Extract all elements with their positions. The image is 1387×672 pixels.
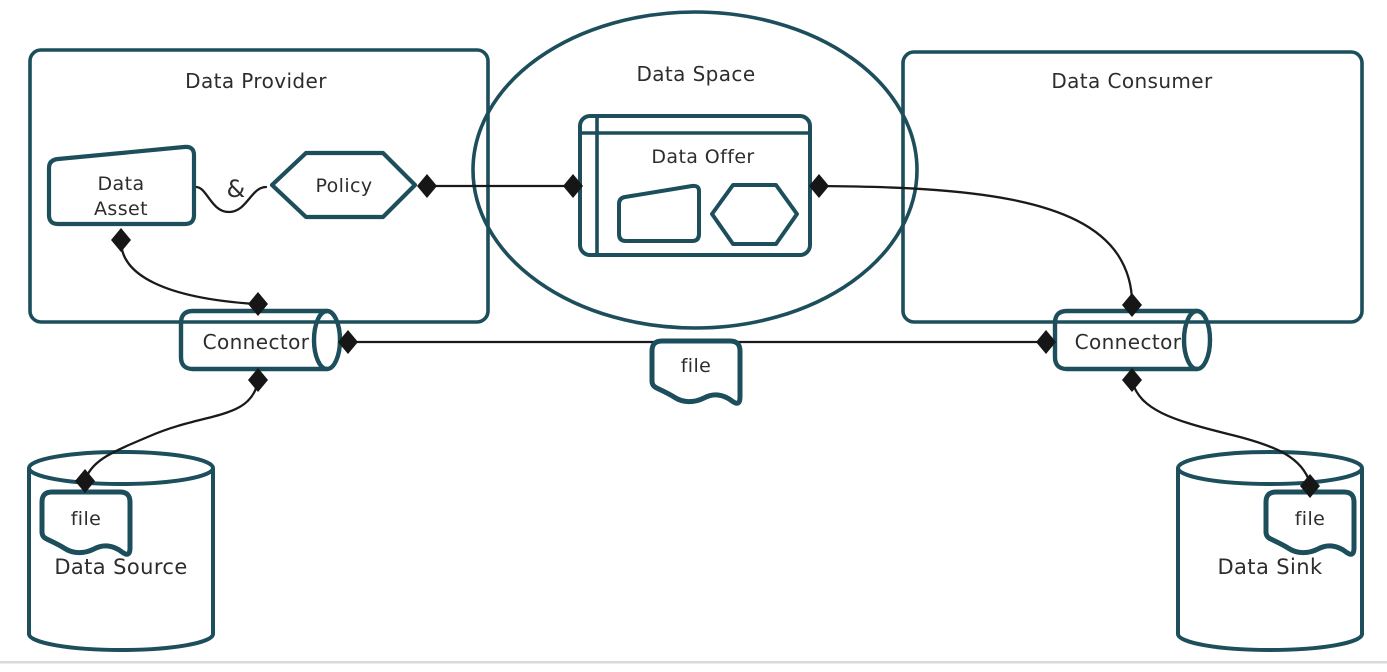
transfer-file-label: file: [681, 355, 712, 377]
policy-icon: [710, 183, 799, 246]
diamond-sink-top: [1300, 474, 1320, 498]
diamond-consumer-connector-bottom: [1122, 368, 1142, 392]
asset-icon: [617, 183, 701, 243]
source-file-label: file: [71, 508, 102, 530]
diamond-source-top: [75, 469, 95, 493]
policy-hexagon: [269, 150, 418, 220]
data-consumer-title: Data Consumer: [1051, 69, 1213, 93]
sink-file-label: file: [1295, 508, 1326, 530]
data-asset-label-line1: Data: [98, 173, 145, 195]
data-offer-card: [578, 114, 812, 257]
provider-connector-to-source-line: [84, 379, 260, 480]
consumer-connector-label: Connector: [1075, 330, 1182, 354]
diamond-consumer-connector-top: [1122, 293, 1142, 317]
asset-policy-link-line: [194, 185, 268, 214]
source-file-document: [39, 489, 133, 557]
data-sink-title: Data Sink: [1217, 555, 1322, 579]
diamond-offer-right: [809, 174, 829, 198]
data-asset-label-line2: Asset: [94, 198, 148, 220]
data-consumer-box: [901, 50, 1364, 324]
diamond-asset-bottom: [111, 228, 131, 252]
policy-label: Policy: [315, 175, 372, 197]
bottom-divider: [0, 661, 1387, 664]
and-symbol: &: [226, 175, 245, 203]
offer-to-consumer-connector-line: [817, 184, 1134, 305]
diamond-provider-connector-bottom: [248, 368, 268, 392]
consumer-connector-to-sink-line: [1130, 379, 1312, 485]
provider-connector-label: Connector: [203, 330, 310, 354]
data-offer-title: Data Offer: [651, 146, 754, 168]
data-space-ellipse: [471, 10, 919, 330]
data-asset-shape: [46, 144, 197, 227]
diamond-provider-connector-top: [248, 292, 268, 316]
diamond-policy-right: [417, 174, 437, 198]
data-sink-cylinder: [1176, 450, 1364, 652]
consumer-connector-cylinder: [1052, 308, 1213, 372]
sink-file-document: [1263, 489, 1357, 557]
diamond-consumer-connector-left: [1036, 330, 1056, 354]
diamond-offer-left: [563, 174, 583, 198]
data-source-title: Data Source: [54, 555, 187, 579]
diamond-provider-connector-right: [338, 330, 358, 354]
data-space-title: Data Space: [636, 62, 755, 86]
data-provider-title: Data Provider: [185, 69, 327, 93]
asset-to-provider-connector-line: [119, 239, 257, 306]
transfer-file-document: [649, 338, 743, 406]
